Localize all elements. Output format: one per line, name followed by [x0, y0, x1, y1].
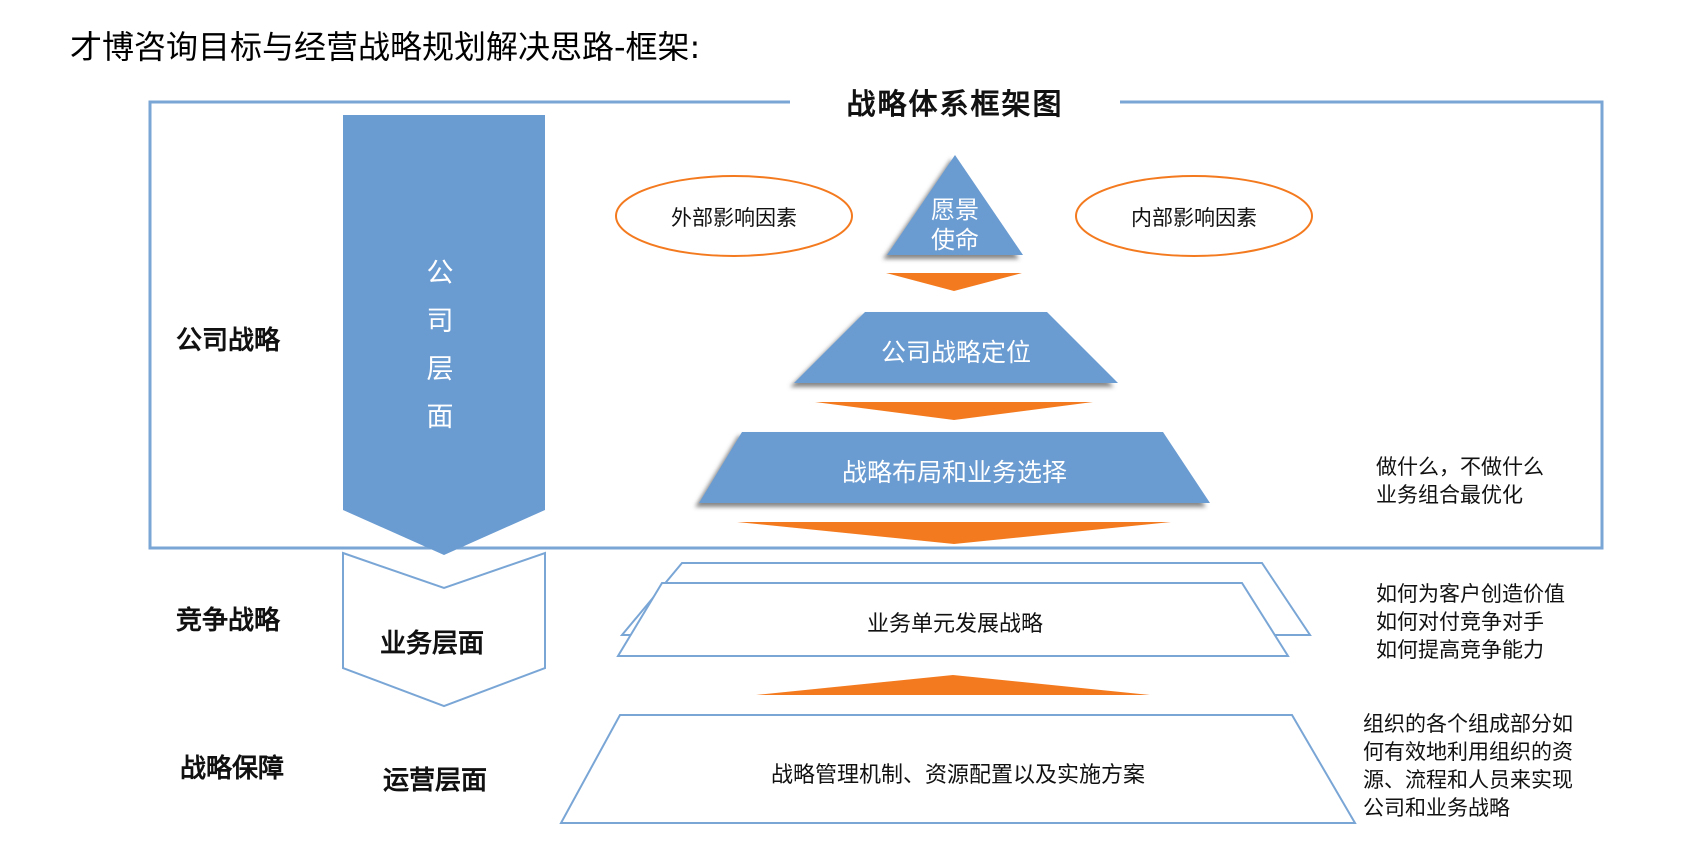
business-level-label: 业务层面	[380, 629, 485, 659]
level-competitive-strategy: 竞争战略	[176, 606, 281, 636]
external-factors-ellipse	[615, 175, 853, 257]
vision-mission-label: 愿景 使命	[885, 195, 1025, 255]
business-note-line: 如何提高竞争能力	[1376, 638, 1544, 662]
company-level-char: 司	[426, 306, 454, 337]
operation-note: 组织的各个组成部分如 何有效地利用组织的资 源、流程和人员来实现 公司和业务战略	[1363, 710, 1573, 822]
frame-title: 战略体系框架图	[790, 82, 1120, 126]
company-level-char: 层	[426, 354, 454, 385]
orange-up-triangle	[756, 675, 1150, 695]
company-level-label: 公 司 层 面	[340, 250, 540, 442]
level-company-strategy: 公司战略	[176, 326, 281, 356]
level-strategy-guarantee: 战略保障	[180, 754, 285, 784]
vision-mission-triangle	[887, 155, 1023, 255]
layout-note-line: 做什么，不做什么	[1376, 455, 1544, 479]
mechanism-label: 战略管理机制、资源配置以及实施方案	[770, 763, 1145, 788]
orange-arrow-2	[815, 402, 1093, 420]
external-factors-label: 外部影响因素	[671, 206, 797, 230]
layout-note-line: 业务组合最优化	[1376, 483, 1523, 507]
operation-level-label: 运营层面	[383, 766, 488, 796]
business-unit-label: 业务单元发展战略	[866, 612, 1043, 637]
vision-label: 愿景	[931, 196, 979, 224]
positioning-trapezoid	[794, 312, 1118, 383]
business-level-chevron	[342, 551, 546, 708]
company-level-char: 公	[426, 258, 454, 289]
business-note-line: 如何为客户创造价值	[1376, 582, 1565, 606]
operation-note-line: 组织的各个组成部分如	[1363, 712, 1573, 736]
page-title: 才博咨询目标与经营战略规划解决思路-框架:	[70, 28, 701, 66]
orange-arrow-3	[737, 522, 1171, 544]
mission-label: 使命	[931, 226, 979, 254]
operation-note-line: 公司和业务战略	[1363, 796, 1510, 820]
business-note-line: 如何对付竞争对手	[1376, 610, 1544, 634]
layout-trapezoid	[699, 432, 1210, 503]
business-unit-front-shape	[616, 582, 1290, 657]
positioning-label: 公司战略定位	[880, 338, 1031, 367]
operation-note-line: 何有效地利用组织的资	[1363, 740, 1573, 764]
orange-arrow-1	[886, 273, 1022, 291]
business-note: 如何为客户创造价值 如何对付竞争对手 如何提高竞争能力	[1376, 580, 1565, 664]
internal-factors-label: 内部影响因素	[1131, 206, 1257, 230]
internal-factors-ellipse	[1075, 175, 1313, 257]
layout-note: 做什么，不做什么 业务组合最优化	[1376, 453, 1544, 509]
company-level-arrow	[343, 115, 545, 555]
operation-note-line: 源、流程和人员来实现	[1363, 768, 1573, 792]
mechanism-trapezoid	[559, 714, 1357, 824]
layout-label: 战略布局和业务选择	[841, 458, 1067, 487]
company-level-char: 面	[426, 402, 454, 433]
